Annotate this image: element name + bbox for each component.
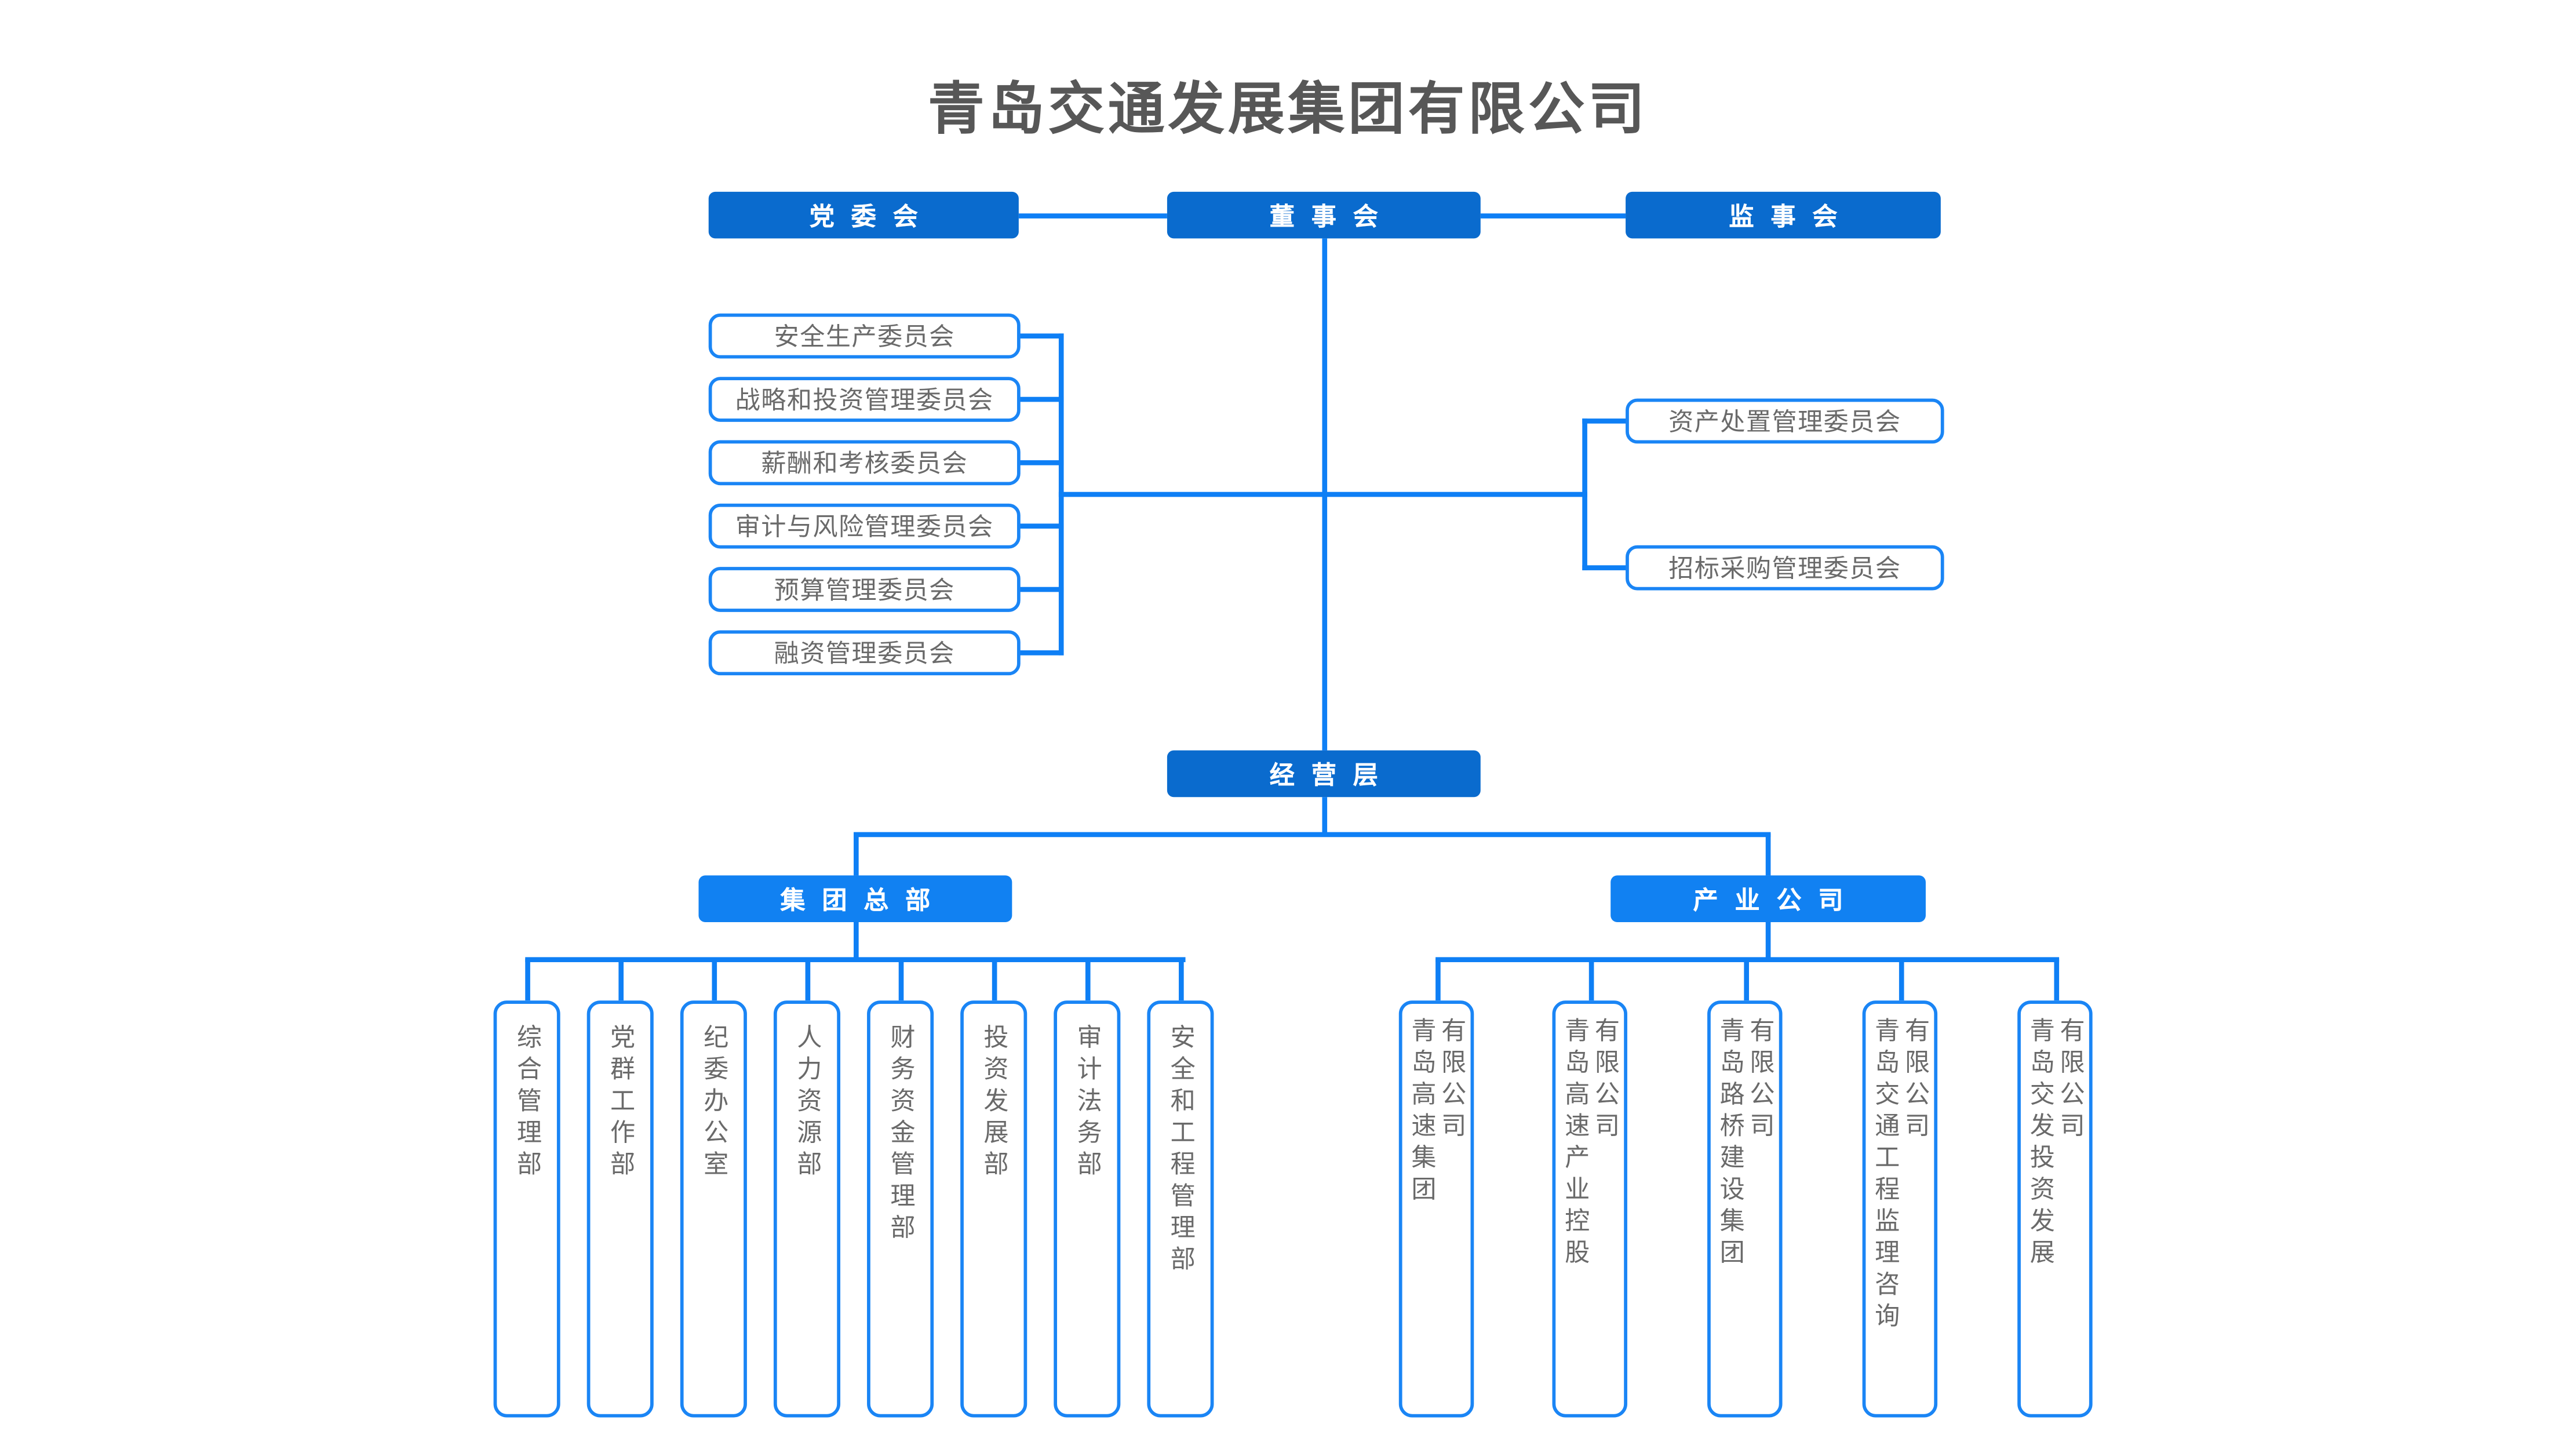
- connector-industry-down: [1765, 922, 1770, 959]
- connector-dept-stub-7: [1084, 959, 1090, 1001]
- node-management-layer-label: 经营层: [1269, 761, 1395, 790]
- node-company-qingdao-road-bridge-construction-group: 青岛路桥建设集团 有限公司: [1707, 1000, 1783, 1418]
- node-board-of-directors-label: 董事会: [1269, 202, 1395, 231]
- node-supervisory-board: 监事会: [1626, 191, 1941, 239]
- node-committee-strategy-investment: 战略和投资管理委员会: [708, 377, 1021, 422]
- node-company-qingdao-traffic-engineering-supervision-consulting: 青岛交通工程监理咨询 有限公司: [1862, 1000, 1938, 1418]
- connector-party-board: [1018, 212, 1167, 218]
- connector-dept-stub-1: [524, 959, 530, 1001]
- node-company-qingdao-jiaofa-investment-development: 青岛交发投资发展 有限公司: [2017, 1000, 2093, 1418]
- node-industry-companies-label: 产业公司: [1693, 886, 1860, 915]
- company-suffix: 有限公司: [1901, 1017, 1930, 1144]
- dept-label: 财务资金管理部: [887, 1024, 916, 1246]
- committee-label: 融资管理委员会: [774, 640, 955, 669]
- connector-left-stub-3: [1018, 460, 1063, 465]
- node-dept-human-resources: 人力资源部: [773, 1000, 841, 1418]
- company-name: 青岛交发投资发展: [2026, 1017, 2055, 1271]
- connector-branch-splitter: [852, 831, 1770, 836]
- connector-board-supervisory: [1480, 212, 1626, 218]
- committee-label: 薪酬和考核委员会: [761, 450, 968, 479]
- connector-dept-stub-3: [711, 959, 716, 1001]
- dept-label: 纪委办公室: [700, 1024, 729, 1182]
- connector-right-spine: [1581, 418, 1587, 570]
- node-committee-safety-production: 安全生产委员会: [708, 313, 1021, 359]
- committee-label: 资产处置管理委员会: [1668, 408, 1901, 437]
- node-committee-audit-risk: 审计与风险管理委员会: [708, 503, 1021, 549]
- connector-left-stub-2: [1018, 396, 1063, 402]
- connector-dept-stub-4: [804, 959, 810, 1001]
- committee-label: 招标采购管理委员会: [1668, 555, 1901, 584]
- node-dept-party-mass-work: 党群工作部: [586, 1000, 654, 1418]
- committee-label: 预算管理委员会: [774, 577, 955, 606]
- node-industry-companies: 产业公司: [1611, 875, 1926, 922]
- connector-left-stub-5: [1018, 587, 1063, 592]
- connector-company-stub-2: [1588, 959, 1593, 1001]
- node-supervisory-board-label: 监事会: [1729, 202, 1854, 231]
- dept-label: 审计法务部: [1073, 1024, 1102, 1182]
- connector-dept-stub-8: [1178, 959, 1183, 1001]
- company-name: 青岛高速集团: [1408, 1017, 1437, 1207]
- connector-dept-stub-5: [898, 959, 903, 1001]
- connector-dept-stub-2: [617, 959, 623, 1001]
- node-group-headquarters-label: 集团总部: [780, 886, 948, 915]
- connector-company-stub-4: [1898, 959, 1904, 1001]
- connector-to-hq: [852, 833, 858, 876]
- node-dept-safety-engineering: 安全和工程管理部: [1147, 1000, 1214, 1418]
- connector-to-industry: [1765, 833, 1770, 876]
- node-committee-budget: 预算管理委员会: [708, 567, 1021, 612]
- committee-label: 安全生产委员会: [774, 323, 955, 352]
- company-name: 青岛高速产业控股: [1561, 1017, 1590, 1271]
- connector-management-down: [1321, 797, 1327, 834]
- node-dept-audit-legal: 审计法务部: [1054, 1000, 1121, 1418]
- connector-hq-down: [852, 922, 858, 959]
- company-name: 青岛交通工程监理咨询: [1871, 1017, 1900, 1334]
- company-suffix: 有限公司: [1438, 1017, 1467, 1144]
- node-company-qingdao-expressway-group: 青岛高速集团 有限公司: [1398, 1000, 1474, 1418]
- committee-label: 战略和投资管理委员会: [735, 387, 994, 416]
- company-suffix: 有限公司: [1746, 1017, 1775, 1144]
- node-committee-asset-disposal: 资产处置管理委员会: [1626, 398, 1944, 444]
- node-committee-bidding-procurement: 招标采购管理委员会: [1626, 545, 1944, 591]
- node-dept-finance-funds: 财务资金管理部: [867, 1000, 934, 1418]
- node-management-layer: 经营层: [1167, 750, 1481, 798]
- dept-label: 综合管理部: [513, 1024, 542, 1182]
- node-dept-discipline-office: 纪委办公室: [680, 1000, 747, 1418]
- node-dept-investment-development: 投资发展部: [960, 1000, 1028, 1418]
- connector-left-stub-4: [1018, 523, 1063, 529]
- node-company-qingdao-expressway-industry-holding: 青岛高速产业控股 有限公司: [1552, 1000, 1627, 1418]
- connector-company-stub-5: [2053, 959, 2058, 1001]
- connector-company-stub-3: [1743, 959, 1748, 1001]
- node-committee-financing: 融资管理委员会: [708, 630, 1021, 676]
- connector-dept-stub-6: [991, 959, 997, 1001]
- connector-right-stub-1: [1581, 418, 1628, 424]
- dept-label: 安全和工程管理部: [1167, 1024, 1196, 1277]
- committee-label: 审计与风险管理委员会: [735, 514, 994, 543]
- node-party-committee-label: 党委会: [809, 202, 935, 231]
- node-party-committee: 党委会: [708, 191, 1019, 239]
- connector-company-stub-1: [1434, 959, 1440, 1001]
- dept-label: 人力资源部: [793, 1024, 822, 1182]
- node-committee-compensation-appraisal: 薪酬和考核委员会: [708, 440, 1021, 486]
- company-suffix: 有限公司: [1591, 1017, 1620, 1144]
- node-board-of-directors: 董事会: [1167, 191, 1481, 239]
- node-dept-general-management: 综合管理部: [493, 1000, 560, 1418]
- connector-hq-splitter: [524, 956, 1186, 962]
- company-name: 青岛路桥建设集团: [1716, 1017, 1745, 1271]
- connector-committees-cross: [1058, 491, 1587, 496]
- connector-left-stub-1: [1018, 333, 1063, 339]
- node-group-headquarters: 集团总部: [698, 875, 1012, 922]
- dept-label: 党群工作部: [607, 1024, 636, 1182]
- page-title: 青岛交通发展集团有限公司: [928, 78, 1648, 142]
- company-suffix: 有限公司: [2056, 1017, 2085, 1144]
- dept-label: 投资发展部: [980, 1024, 1009, 1182]
- connector-right-stub-2: [1581, 565, 1628, 570]
- connector-left-stub-6: [1018, 650, 1063, 656]
